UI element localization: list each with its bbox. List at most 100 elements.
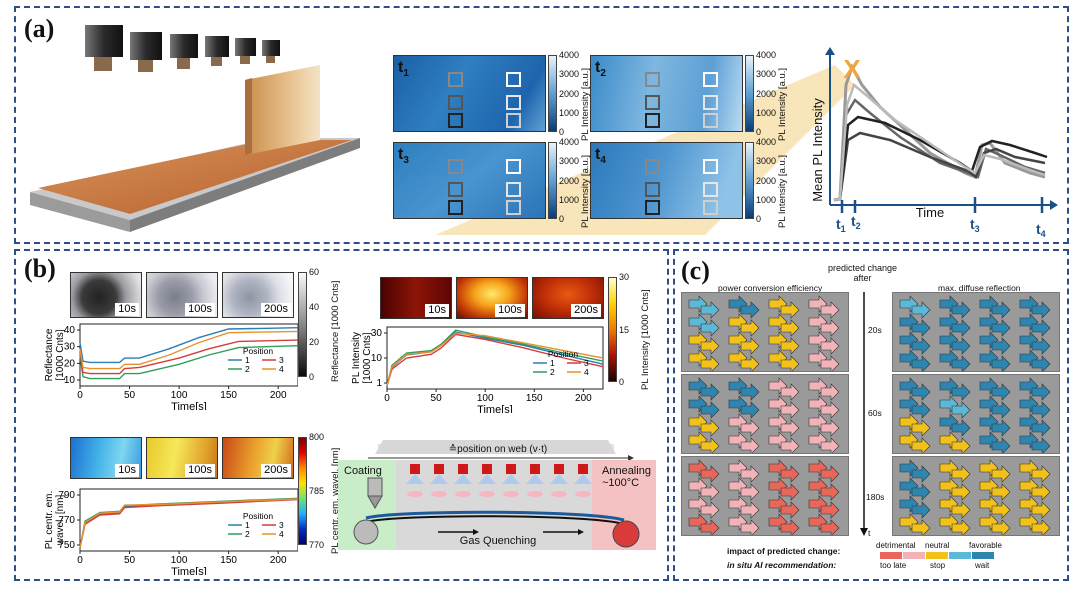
panel-b-label: (b) xyxy=(24,254,56,283)
colorbar-tick: 4000 xyxy=(756,137,777,147)
arrow-icon xyxy=(899,331,931,355)
series-line-2 xyxy=(386,329,604,387)
time-axis-label: t xyxy=(868,528,871,538)
arrow-icon xyxy=(899,377,931,401)
colorbar-tick: 60 xyxy=(309,267,320,277)
wavel-thumb-200s: 200s xyxy=(222,437,294,479)
gas-plume xyxy=(527,491,543,497)
gas-jet xyxy=(406,474,424,484)
x-tick-label: 100 xyxy=(477,393,494,404)
gas-plume xyxy=(551,491,567,497)
colorbar-tick: 4000 xyxy=(559,50,580,60)
arrow-icon xyxy=(728,377,760,401)
roi-square xyxy=(703,72,718,87)
roi-square xyxy=(448,200,463,215)
colorbar-tick: 0 xyxy=(309,372,315,382)
series-line-4 xyxy=(79,330,298,370)
arrow-icon xyxy=(939,477,971,501)
roi-square xyxy=(506,113,521,128)
x-tick-label: 150 xyxy=(526,393,543,404)
gas-nozzle-icon xyxy=(578,464,588,474)
roi-square xyxy=(645,182,660,197)
arrow-icon xyxy=(899,349,931,371)
arrow-icon xyxy=(688,349,720,371)
arrow-icon xyxy=(1019,331,1051,355)
arrow-icon xyxy=(939,313,971,337)
arrow-icon xyxy=(899,513,931,535)
arrow-icon xyxy=(939,413,971,437)
colorbar xyxy=(548,55,557,132)
gas-nozzle-icon xyxy=(530,464,540,474)
legend-entry: 3 xyxy=(584,358,589,368)
arrow-icon xyxy=(808,313,840,337)
arrow-icon xyxy=(979,349,1011,371)
svg-text:t3: t3 xyxy=(970,216,980,234)
y-tick-label: 30 xyxy=(371,328,383,339)
coating-label: Coating xyxy=(344,465,382,477)
arrow-icon xyxy=(808,513,840,535)
gas-nozzle-icons xyxy=(406,464,592,497)
panel-c xyxy=(673,249,1069,581)
roi-square xyxy=(703,200,718,215)
arrow-icon xyxy=(1019,395,1051,419)
colorbar-tick: 800 xyxy=(309,432,325,442)
arrow-icon xyxy=(808,349,840,371)
arrow-icon xyxy=(688,459,720,483)
y-tick-label: 10 xyxy=(64,375,76,386)
arrow-icon xyxy=(688,495,720,519)
arrow-icon xyxy=(768,431,800,453)
colorbar-tick: 0 xyxy=(559,214,565,224)
legend-entry: 2 xyxy=(245,364,250,374)
curve-xlabel: Time xyxy=(916,205,944,220)
legend-ai-label: in situ AI recommendation: xyxy=(727,560,837,570)
colorbar-tick: 30 xyxy=(619,272,630,282)
pl-thumb-200s: 200s xyxy=(532,277,604,319)
arrow-icon xyxy=(688,513,720,535)
arrow-icon xyxy=(899,495,931,519)
svg-text:t4: t4 xyxy=(1036,221,1046,239)
arrow-icon xyxy=(728,313,760,337)
colorbar-title: PL Intensity [a.u.] xyxy=(580,67,591,141)
pl-thumb-100s: 100s xyxy=(456,277,528,319)
series-line-2 xyxy=(79,345,298,380)
arrow-icon xyxy=(688,413,720,437)
arrow-icon xyxy=(939,459,971,483)
roi-square xyxy=(703,95,718,110)
arrow-icon xyxy=(979,331,1011,355)
arrow-icon xyxy=(979,413,1011,437)
arrow-icon xyxy=(808,459,840,483)
gas-jet xyxy=(502,474,520,484)
arrow-icon xyxy=(808,431,840,453)
arrow-icon xyxy=(688,377,720,401)
legend-swatch xyxy=(880,552,902,559)
legend-entry: 4 xyxy=(279,529,284,539)
col-right-header: max. diffuse reflection xyxy=(938,283,1021,293)
panel-a xyxy=(14,6,1069,244)
legend-ai-entry: wait xyxy=(975,561,990,570)
y-tick-label: 790 xyxy=(58,490,75,501)
arrow-icon xyxy=(1019,459,1051,483)
colorbar-tick: 1000 xyxy=(756,107,777,118)
colorbar-tick: 3000 xyxy=(559,69,580,80)
x-tick-label: 100 xyxy=(171,390,188,401)
roi-square xyxy=(645,95,660,110)
legend-entry: 3 xyxy=(279,355,284,365)
arrow-icon xyxy=(979,395,1011,419)
colorbar xyxy=(745,55,754,132)
gas-nozzle-icon xyxy=(458,464,468,474)
colorbar-tick: 2000 xyxy=(756,88,777,99)
colorbar-tick: 20 xyxy=(309,337,320,347)
arrow-icon xyxy=(768,331,800,355)
gas-nozzle-icon xyxy=(506,464,516,474)
legend-title: Position xyxy=(243,511,274,521)
arrow-icon xyxy=(1019,413,1051,437)
recommendation-tile xyxy=(681,456,849,536)
pl-heatmap-t1: t1 xyxy=(393,55,546,132)
roi-square xyxy=(703,159,718,174)
coater-illustration xyxy=(30,25,360,232)
arrow-icon xyxy=(728,295,760,319)
arrow-icon xyxy=(728,395,760,419)
arrow-icon xyxy=(728,513,760,535)
